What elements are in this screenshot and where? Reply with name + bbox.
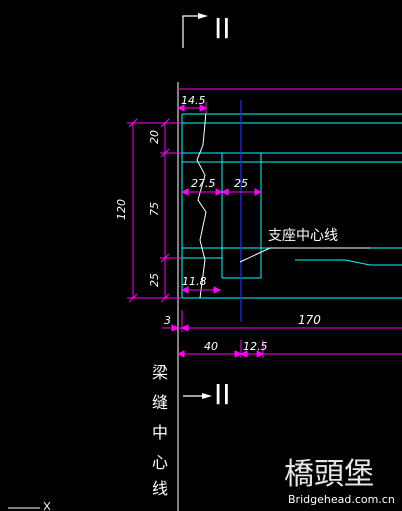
joint-center-label: 梁 缝 中 心 线 bbox=[152, 363, 168, 498]
section-mark-bottom: II bbox=[183, 378, 231, 411]
joint-char-3: 心 bbox=[152, 453, 168, 472]
dim-left-h3: 25 bbox=[148, 273, 161, 287]
dim-b-40: 40 bbox=[204, 340, 218, 353]
dim-w-25: 25 bbox=[234, 177, 248, 190]
dim-top-offset-line bbox=[176, 102, 208, 114]
dim-118-line bbox=[180, 286, 222, 294]
section-label-bottom: II bbox=[214, 378, 231, 411]
dim-w-275: 27.5 bbox=[191, 177, 216, 190]
dim-bottom-row2 bbox=[176, 340, 402, 358]
section-mark-top: II bbox=[182, 12, 231, 48]
annotation-extension bbox=[295, 259, 402, 266]
dim-b-170: 170 bbox=[298, 313, 321, 327]
joint-char-4: 线 bbox=[152, 479, 168, 498]
ucs-icon bbox=[8, 501, 51, 511]
watermark-title: 橋頭堡 bbox=[284, 457, 374, 492]
joint-char-2: 中 bbox=[152, 423, 168, 442]
dim-total-height: 120 bbox=[115, 199, 128, 220]
dim-top-offset: 14.5 bbox=[181, 94, 206, 107]
dim-left-h1: 20 bbox=[148, 130, 161, 144]
support-center-label: 支座中心线 bbox=[268, 228, 338, 244]
dim-bottom-row1 bbox=[162, 310, 402, 332]
dim-w-118: 11.8 bbox=[182, 275, 207, 288]
dim-mid-lines bbox=[180, 188, 263, 196]
joint-char-1: 缝 bbox=[152, 393, 168, 412]
support-center-leader bbox=[239, 247, 370, 263]
break-line bbox=[196, 111, 207, 299]
beam-structure bbox=[181, 113, 402, 299]
dim-b-125: 12.5 bbox=[243, 340, 268, 353]
left-dimensions bbox=[127, 118, 182, 303]
section-label-top: II bbox=[214, 12, 231, 45]
dim-b-3: 3 bbox=[164, 314, 171, 327]
joint-char-0: 梁 bbox=[152, 363, 168, 382]
watermark-url: Bridgehead.com.cn bbox=[288, 493, 395, 506]
dim-left-h2: 75 bbox=[148, 202, 161, 216]
